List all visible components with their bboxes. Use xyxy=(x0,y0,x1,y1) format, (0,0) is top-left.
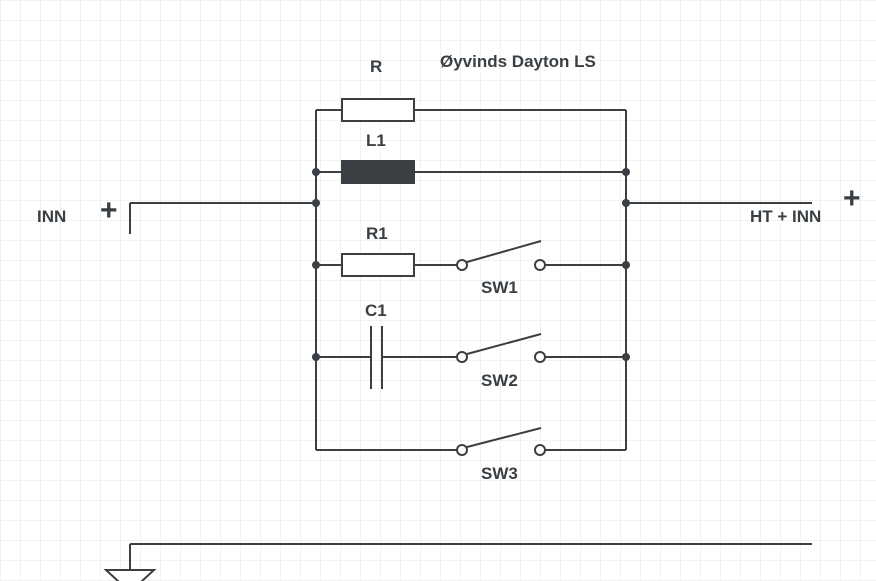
junction-node xyxy=(312,261,320,269)
junction-node xyxy=(312,353,320,361)
input-label: INN xyxy=(37,207,66,226)
resistor-r1[interactable] xyxy=(341,253,415,277)
resistor-r[interactable] xyxy=(341,98,415,122)
input-wire[interactable] xyxy=(129,202,316,234)
junction-node xyxy=(622,199,630,207)
branch-l1[interactable] xyxy=(316,160,626,184)
junction-node xyxy=(622,261,630,269)
inductor-l1[interactable] xyxy=(341,160,415,184)
junction-node xyxy=(312,199,320,207)
resistor-r1-label: R1 xyxy=(366,224,388,243)
junction-node xyxy=(622,168,630,176)
switch-sw3[interactable] xyxy=(456,427,546,456)
junction-nodes xyxy=(312,168,630,361)
switch-sw2[interactable] xyxy=(456,333,546,363)
capacitor-c1-label: C1 xyxy=(365,301,387,320)
resistor-r-label: R xyxy=(370,57,382,76)
input-plus-sign: + xyxy=(100,194,118,227)
output-plus-sign: + xyxy=(843,182,861,215)
switch-sw2-label: SW2 xyxy=(481,371,518,390)
junction-node xyxy=(312,168,320,176)
switch-sw1-label: SW1 xyxy=(481,278,518,297)
output-label: HT + INN xyxy=(750,207,821,226)
branch-r[interactable] xyxy=(316,98,626,122)
junction-node xyxy=(622,353,630,361)
branch-r1-sw1[interactable] xyxy=(316,240,626,277)
ground-icon xyxy=(103,569,157,581)
branch-c1-sw2[interactable] xyxy=(316,326,626,389)
diagram-title: Øyvinds Dayton LS xyxy=(440,52,596,71)
branch-sw3[interactable] xyxy=(316,427,626,456)
ground-wire[interactable] xyxy=(129,543,812,570)
inductor-l1-label: L1 xyxy=(366,131,386,150)
switch-sw3-label: SW3 xyxy=(481,464,518,483)
